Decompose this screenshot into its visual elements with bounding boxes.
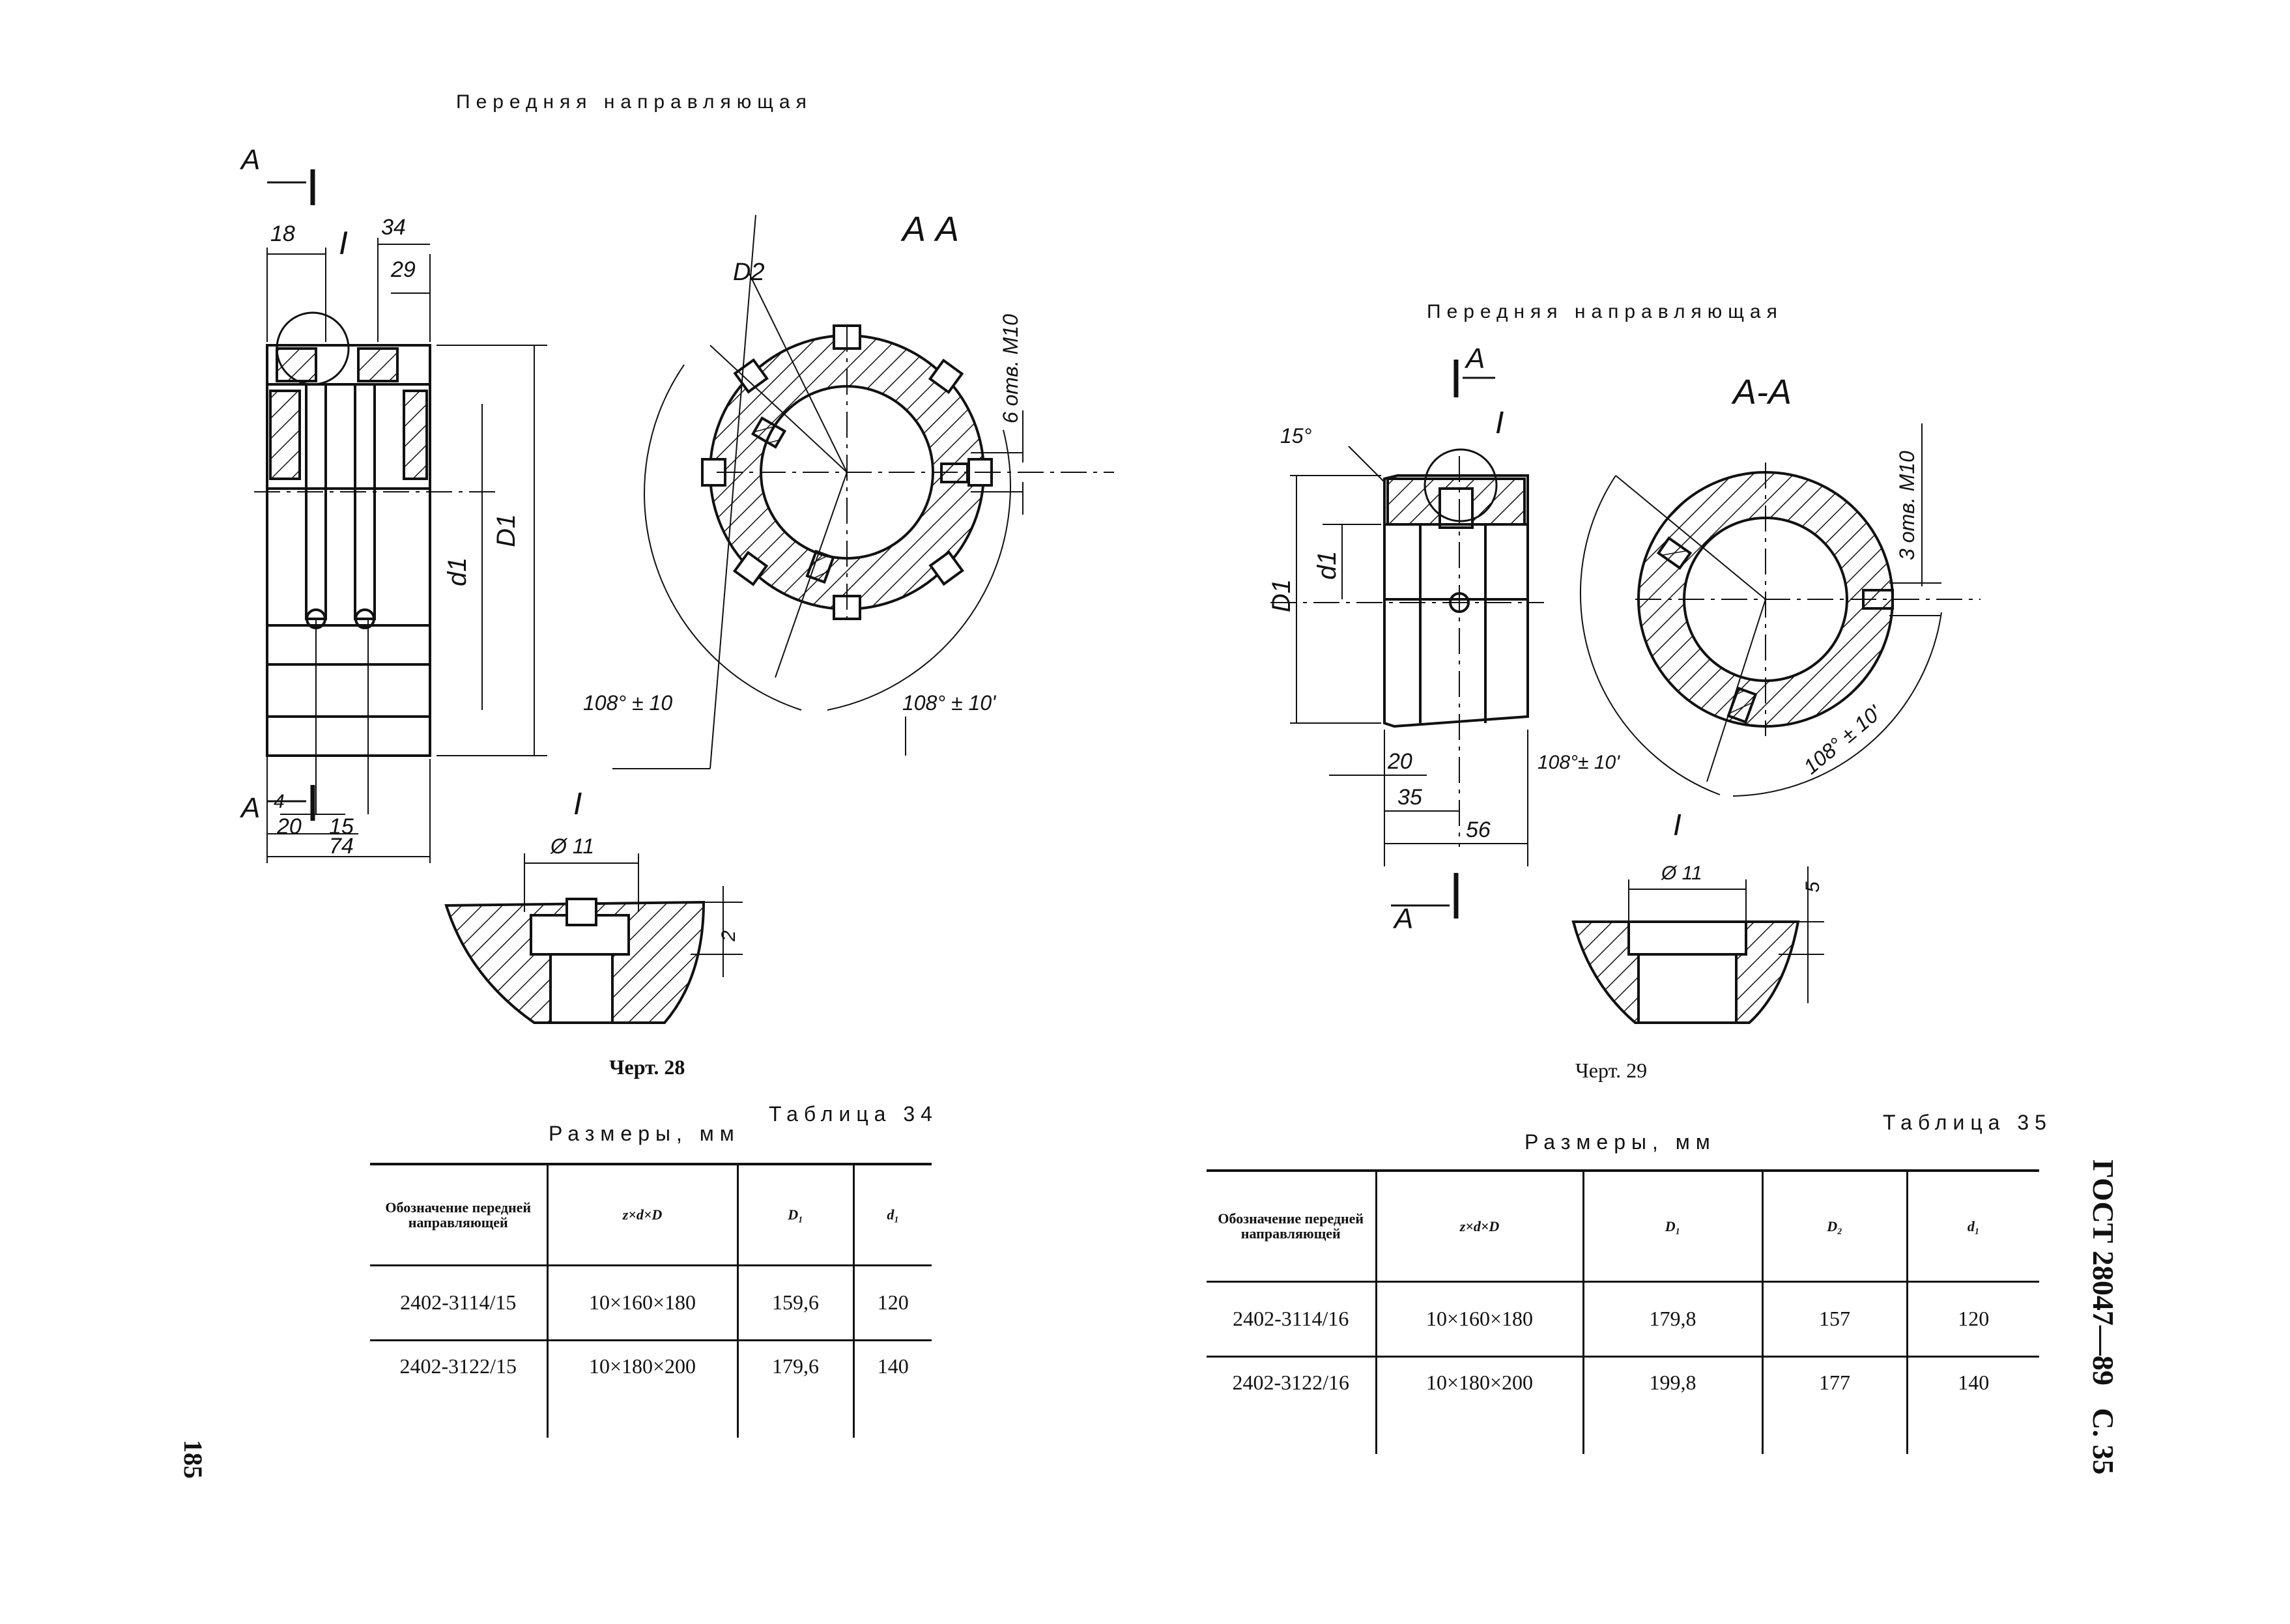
table35-cell-designation: 2402-3122/16 <box>1232 1370 1350 1394</box>
right-dim-D1: D1 <box>1267 579 1296 612</box>
table35-cell-d1: 120 <box>1906 1281 2039 1358</box>
left-section-aa-drawing: А А D2 6 отв. М10 108° ± 10 108° ± 10' <box>583 210 1114 769</box>
table-row: 2402-3122/15 10×180×200 179,6 140 <box>370 1340 932 1438</box>
table35-cell-d1: 140 <box>1906 1356 2039 1454</box>
table35-cell-D1: 199,8 <box>1582 1356 1762 1454</box>
right-dim-holes: 3 отв. М10 <box>1895 451 1919 560</box>
table34-cell-D1: 159,6 <box>736 1265 853 1341</box>
left-dim-d1: d1 <box>443 558 472 587</box>
left-caption: Черт. 28 <box>609 1055 685 1079</box>
right-cut-label-bottom: А <box>1392 903 1413 935</box>
left-dim-angle1: 108° ± 10 <box>583 691 672 715</box>
table35-cell-D2: 177 <box>1761 1356 1907 1454</box>
table34-header-d1: d₁ <box>852 1163 932 1266</box>
table34-title: Таблица 34 <box>769 1102 938 1126</box>
right-caption: Черт. 29 <box>1575 1059 1648 1082</box>
right-side-view-drawing: А А I 15° D1 d1 20 35 56 <box>1267 343 1544 935</box>
table35-header-D2: D₂ <box>1761 1169 1907 1283</box>
table34-header-row: Обозначение передней направляющей z×d×D … <box>370 1163 932 1266</box>
right-dim-35: 35 <box>1397 785 1422 810</box>
right-section-aa-drawing: А-А 3 отв. М10 108°± 10' 108° ± 10' <box>1538 373 1981 797</box>
right-dim-15deg: 15° <box>1280 424 1312 448</box>
left-title: Передняя направляющая <box>456 91 812 113</box>
table-row: 2402-3114/16 10×160×180 179,8 157 120 <box>1207 1281 2039 1358</box>
left-dim-angle2: 108° ± 10' <box>902 691 997 715</box>
table-row: 2402-3114/15 10×160×180 159,6 120 <box>370 1265 932 1341</box>
doc-code: ГОСТ 28047—89 С. 35 <box>2086 1160 2121 1475</box>
left-detail-depth: 2 <box>718 930 739 942</box>
right-dim-56: 56 <box>1466 818 1491 842</box>
table-row: 2402-3122/16 10×180×200 199,8 177 140 <box>1207 1356 2039 1454</box>
right-detail-mark: I <box>1495 406 1504 440</box>
right-detail-label: I <box>1673 808 1682 842</box>
table34-header-zdD: z×d×D <box>546 1163 737 1266</box>
left-cut-label-bottom: А <box>239 792 260 824</box>
left-dim-D2: D2 <box>733 259 765 286</box>
left-detail-drawing: I Ø 11 2 <box>444 787 743 1024</box>
right-cut-label-top: А <box>1464 343 1485 375</box>
table35-cell-D2: 157 <box>1761 1281 1907 1358</box>
left-detail-label: I <box>573 787 582 821</box>
table35-header-designation: Обозначение передней направляющей <box>1207 1169 1376 1283</box>
table35-cell-zdD: 10×180×200 <box>1375 1356 1583 1454</box>
table34-header-designation: Обозначение передней направляющей <box>370 1163 547 1266</box>
table34-cell-zdD: 10×160×180 <box>546 1265 737 1341</box>
left-dim-74: 74 <box>329 834 354 859</box>
left-dim-20: 20 <box>276 814 302 839</box>
table34-cell-d1: 120 <box>852 1265 932 1341</box>
left-dim-4: 4 <box>274 791 285 812</box>
left-dim-34: 34 <box>381 215 406 240</box>
right-detail-depth: 5 <box>1802 881 1824 892</box>
left-side-view-drawing: А А 18 I 34 29 4 20 15 74 D1 d1 <box>239 144 547 863</box>
right-dim-20: 20 <box>1387 749 1412 774</box>
right-title: Передняя направляющая <box>1427 301 1783 322</box>
doc-page-label: С. 35 <box>2087 1408 2120 1475</box>
left-detail-mark: I <box>339 225 348 261</box>
table34-cell-designation: 2402-3122/15 <box>399 1354 517 1378</box>
page-number: 185 <box>179 1440 208 1479</box>
table35-cell-D1: 179,8 <box>1582 1281 1762 1358</box>
left-dim-18: 18 <box>270 221 295 246</box>
table35-header-d1: d₁ <box>1906 1169 2039 1283</box>
table34-cell-zdD: 10×180×200 <box>546 1340 737 1438</box>
table34: Обозначение передней направляющей z×d×D … <box>370 1163 932 1438</box>
right-section-label: А-А <box>1731 373 1792 412</box>
table35-header-D1: D₁ <box>1582 1169 1762 1283</box>
table34-cell-d1: 140 <box>852 1340 932 1438</box>
table35-header-row: Обозначение передней направляющей z×d×D … <box>1207 1169 2039 1283</box>
left-cut-label-top: А <box>239 144 260 176</box>
left-dim-29: 29 <box>390 257 416 282</box>
right-dim-angle1: 108°± 10' <box>1538 752 1620 773</box>
right-detail-drawing: I Ø 11 5 <box>1571 808 1824 1024</box>
table35: Обозначение передней направляющей z×d×D … <box>1207 1169 2039 1454</box>
right-detail-phi: Ø 11 <box>1661 862 1702 884</box>
table34-header-D1: D₁ <box>736 1163 853 1266</box>
table35-header-zdD: z×d×D <box>1375 1169 1583 1283</box>
table35-cell-designation: 2402-3114/16 <box>1207 1281 1376 1358</box>
table35-cell-zdD: 10×160×180 <box>1375 1281 1583 1358</box>
left-dim-15: 15 <box>329 814 354 839</box>
table34-units: Размеры, мм <box>549 1122 740 1145</box>
table34-cell-designation: 2402-3114/15 <box>370 1265 547 1341</box>
right-dim-d1: d1 <box>1313 551 1341 580</box>
left-section-label: А А <box>900 210 959 249</box>
doc-code-text: ГОСТ 28047—89 <box>2087 1160 2120 1386</box>
left-dim-D1: D1 <box>492 514 521 547</box>
left-dim-holes: 6 отв. М10 <box>999 314 1022 423</box>
table34-cell-D1: 179,6 <box>736 1340 853 1438</box>
left-detail-phi: Ø 11 <box>550 834 594 858</box>
table35-title: Таблица 35 <box>1883 1111 2052 1134</box>
table35-units: Размеры, мм <box>1524 1130 1716 1154</box>
